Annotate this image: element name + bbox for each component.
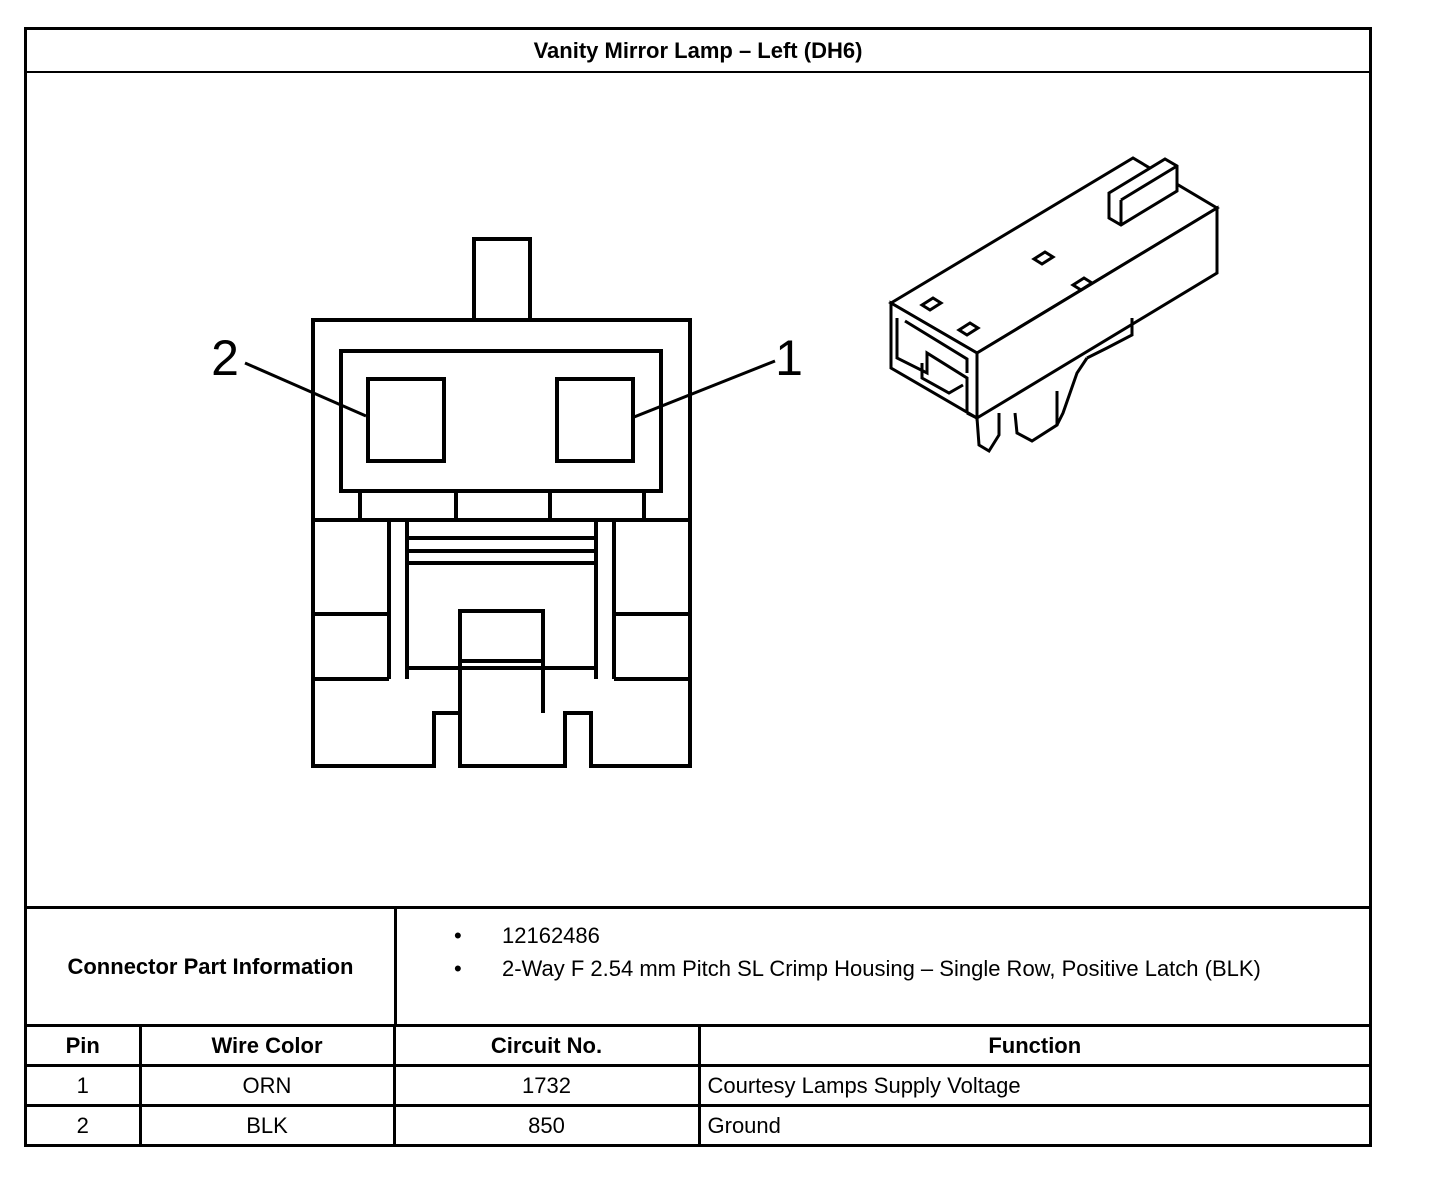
connector-part-information: Connector Part Information • 12162486 • …: [27, 906, 1369, 1024]
cell-wire-color: ORN: [138, 1064, 396, 1107]
iso-side-face: [975, 205, 1219, 421]
housing-upper: [311, 318, 692, 522]
iso-leg: [1086, 318, 1134, 360]
connector-info-item: • 12162486: [397, 919, 1369, 952]
connector-drawing: 2 1: [27, 73, 1369, 906]
iso-leg: [1013, 391, 1059, 443]
iso-edge: [966, 411, 978, 420]
iso-leg: [1055, 357, 1089, 426]
header-circuit-no: Circuit No.: [392, 1024, 701, 1067]
iso-front-notch: [920, 363, 964, 395]
pin-1-leader: [633, 359, 776, 419]
bullet-icon: •: [454, 956, 462, 981]
iso-front-opening-inner: [904, 319, 969, 373]
pin-table: Pin Wire Color Circuit No. Function 1 OR…: [27, 1024, 1369, 1146]
connector-info-item: • 2-Way F 2.54 mm Pitch SL Crimp Housing…: [397, 952, 1369, 985]
part-number: 12162486: [502, 923, 600, 948]
connector-info-list: • 12162486 • 2-Way F 2.54 mm Pitch SL Cr…: [397, 909, 1369, 1024]
pin-2-leader: [244, 361, 367, 418]
connector-sheet: Vanity Mirror Lamp – Left (DH6): [24, 27, 1372, 1147]
cell-function: Courtesy Lamps Supply Voltage: [697, 1064, 1369, 1107]
cell-pin: 1: [27, 1064, 142, 1107]
connector-isometric: [888, 156, 1220, 454]
table-row: 1 ORN 1732 Courtesy Lamps Supply Voltage: [27, 1064, 1369, 1107]
iso-leg: [975, 413, 1001, 454]
iso-front-opening: [895, 318, 969, 413]
cell-circuit-no: 850: [392, 1104, 701, 1146]
table-header-row: Pin Wire Color Circuit No. Function: [27, 1024, 1369, 1067]
pin-2-label: 2: [211, 330, 239, 386]
header-pin: Pin: [27, 1024, 142, 1067]
iso-window: [1070, 276, 1095, 292]
table-row: 2 BLK 850 Ground: [27, 1104, 1369, 1146]
cell-function: Ground: [697, 1104, 1369, 1146]
housing-lower: [311, 520, 692, 768]
header-function: Function: [697, 1024, 1369, 1067]
connector-face-view: 2 1: [211, 156, 1220, 768]
part-description: 2-Way F 2.54 mm Pitch SL Crimp Housing –…: [502, 956, 1261, 981]
cell-circuit-no: 1732: [392, 1064, 701, 1107]
connector-info-label: Connector Part Information: [27, 909, 397, 1024]
page-title: Vanity Mirror Lamp – Left (DH6): [27, 30, 1369, 73]
header-wire-color: Wire Color: [138, 1024, 396, 1067]
cavity-frame: [339, 349, 663, 493]
iso-latch-edge: [1120, 164, 1178, 202]
iso-window: [956, 321, 981, 337]
latch-tab: [472, 237, 532, 320]
cell-pin: 2: [27, 1104, 142, 1146]
terminal-cavity-1: [555, 377, 635, 463]
terminal-cavity-2: [366, 377, 446, 463]
iso-window: [919, 296, 944, 312]
connector-face: [311, 237, 692, 768]
pin-1-label: 1: [775, 330, 803, 386]
cell-wire-color: BLK: [138, 1104, 396, 1146]
iso-window: [1031, 250, 1056, 266]
bullet-icon: •: [454, 923, 462, 948]
